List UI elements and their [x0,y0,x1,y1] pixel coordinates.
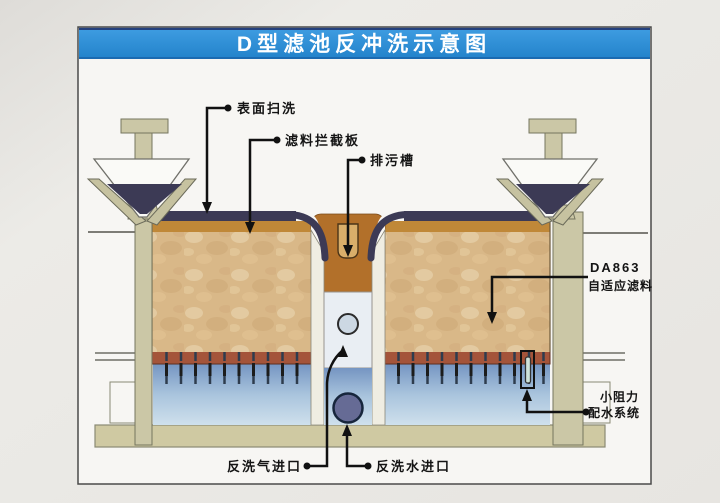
leader-lines [205,106,588,468]
wash-trough-right [495,158,605,226]
funnel-sludge-curve-right [367,211,410,262]
outlet-channel-left [109,381,138,424]
outer-wall-details [95,352,625,361]
sand-right [385,232,550,352]
sand-dark-band-right [385,221,550,232]
filter-bed-right [385,211,551,352]
label-backwash-water-inlet: 反洗水进口 [376,459,451,474]
trough-sludge-left [107,184,182,214]
nozzle-detail-box [520,350,535,389]
nozzles-left [154,351,309,384]
right-support-column [528,118,584,446]
funnel-sludge-curve-left [286,211,329,262]
label-backwash-air-inlet: 反洗气进口 [227,459,302,474]
water-inlet-circle [332,392,364,424]
sand-dark-band-left [152,221,311,232]
label-distribution-system: 配水系统 [588,405,640,420]
banner-bar [79,30,650,58]
wash-trough-left [86,158,198,226]
trough-sludge-right [516,184,590,214]
banner-top-line [79,27,650,30]
page-title: D型滤池反冲洗示意图 [237,32,491,56]
nozzles-right [387,351,548,384]
label-media-barrier-plate: 滤料拦截板 [285,133,360,148]
filter-bed-left [151,211,311,352]
label-surface-wash: 表面扫洗 [236,101,297,116]
label-media-code: DA863 [590,260,640,275]
banner-bottom-line [79,57,650,59]
label-drain-channel: 排污槽 [370,153,415,168]
label-media-name: 自适应滤料 [588,278,653,293]
air-pipe-circle [337,313,359,335]
surface-sludge-right [404,211,550,221]
surface-sludge-left [152,211,296,221]
central-drain-channel [286,211,410,426]
sand-left [152,232,311,352]
leader-dots [224,104,590,470]
label-low-resistance: 小阻力 [600,389,639,404]
leader-arrowheads [202,202,532,436]
title-banner: D型滤池反冲洗示意图 [79,27,650,59]
